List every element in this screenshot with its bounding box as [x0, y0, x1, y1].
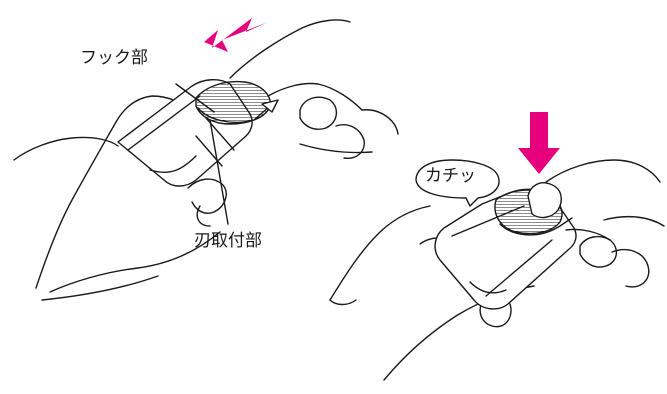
speech-bubble [415, 159, 500, 207]
hook-label: フック部 [80, 48, 148, 68]
direction-arrow-down [518, 112, 560, 174]
hand-right-pressing [527, 182, 562, 219]
hand-left-holding [35, 95, 195, 289]
leader-hook [175, 83, 215, 113]
click-sound-label: カチッ [425, 166, 476, 186]
right-step [329, 112, 665, 381]
direction-arrow-left [204, 18, 268, 52]
blade-mount-label: 刃取付部 [194, 231, 262, 251]
hand-right-holding [329, 205, 431, 301]
hand-left-pressing [229, 19, 351, 79]
left-step [13, 18, 399, 301]
leader-mount [209, 119, 229, 225]
